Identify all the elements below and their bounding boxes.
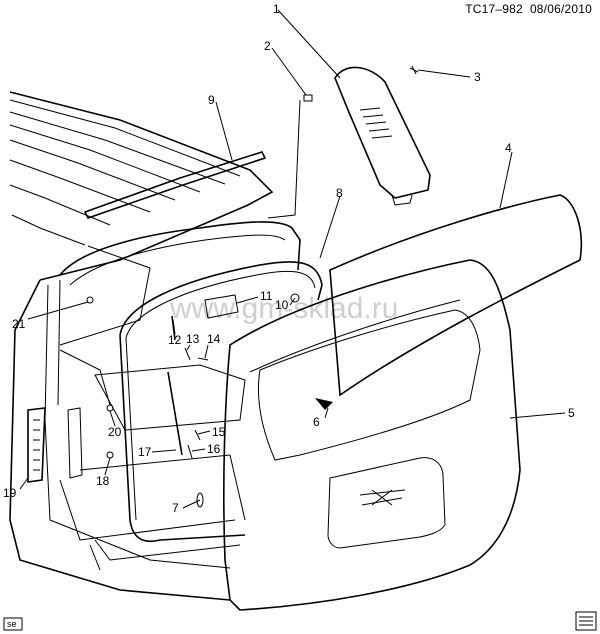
diagram-code: TC17–982 (465, 2, 523, 16)
callout-4: 4 (505, 141, 512, 155)
fastener-part-13 (184, 347, 191, 361)
callout-8: 8 (336, 186, 343, 200)
callout-labels: 1 2 3 4 5 6 7 8 9 10 11 12 13 14 15 16 1… (3, 2, 575, 515)
callout-1: 1 (273, 2, 280, 16)
hinge-part-11 (204, 294, 239, 319)
screw-part-3 (409, 65, 419, 75)
watermark-text: www.gm-sklad.ru (169, 292, 398, 325)
arrow-marker (315, 398, 333, 410)
vehicle-body (9, 91, 301, 601)
spoiler-part-1 (334, 66, 431, 206)
callout-6: 6 (313, 415, 320, 429)
fastener-part-10 (290, 293, 300, 303)
callout-21: 21 (12, 317, 26, 331)
roof-molding-part-9 (83, 151, 267, 219)
callout-12: 12 (168, 333, 182, 347)
fastener-part-15 (194, 429, 201, 441)
callout-9: 9 (208, 93, 215, 107)
diagram-date: 08/06/2010 (529, 2, 592, 16)
gas-strut-part-17 (167, 371, 183, 456)
fastener-part-20 (106, 404, 114, 412)
fastener-part-14 (197, 357, 209, 361)
liftgate-door-part-5 (223, 259, 521, 611)
callout-2: 2 (264, 39, 271, 53)
liftgate-glass-part-4 (329, 194, 583, 397)
callout-15: 15 (212, 425, 226, 439)
callout-3: 3 (474, 70, 481, 84)
callout-10: 10 (275, 298, 289, 312)
callout-19: 19 (3, 486, 17, 500)
footer-left-badge: se (3, 617, 23, 631)
callout-5: 5 (568, 406, 575, 420)
leader-lines (19, 9, 566, 509)
callout-20: 20 (108, 425, 122, 439)
callout-18: 18 (96, 474, 110, 488)
badge-left-text: se (7, 619, 17, 629)
diagram-header: TC17–982 08/06/2010 (465, 2, 592, 16)
fastener-part-16 (187, 444, 193, 459)
clip-part-2 (303, 94, 313, 102)
callout-7: 7 (172, 501, 179, 515)
gas-strut-part-12 (171, 315, 176, 341)
callout-11: 11 (260, 289, 273, 303)
callout-14: 14 (207, 332, 221, 346)
footer-right-badge (575, 611, 597, 631)
fastener-part-18 (106, 451, 114, 459)
callout-13: 13 (186, 332, 200, 346)
callout-17: 17 (138, 445, 152, 459)
fastener-part-21 (86, 296, 94, 304)
plug-part-7 (196, 492, 204, 508)
weatherstrip-part-8 (119, 261, 323, 542)
callout-16: 16 (207, 442, 221, 456)
